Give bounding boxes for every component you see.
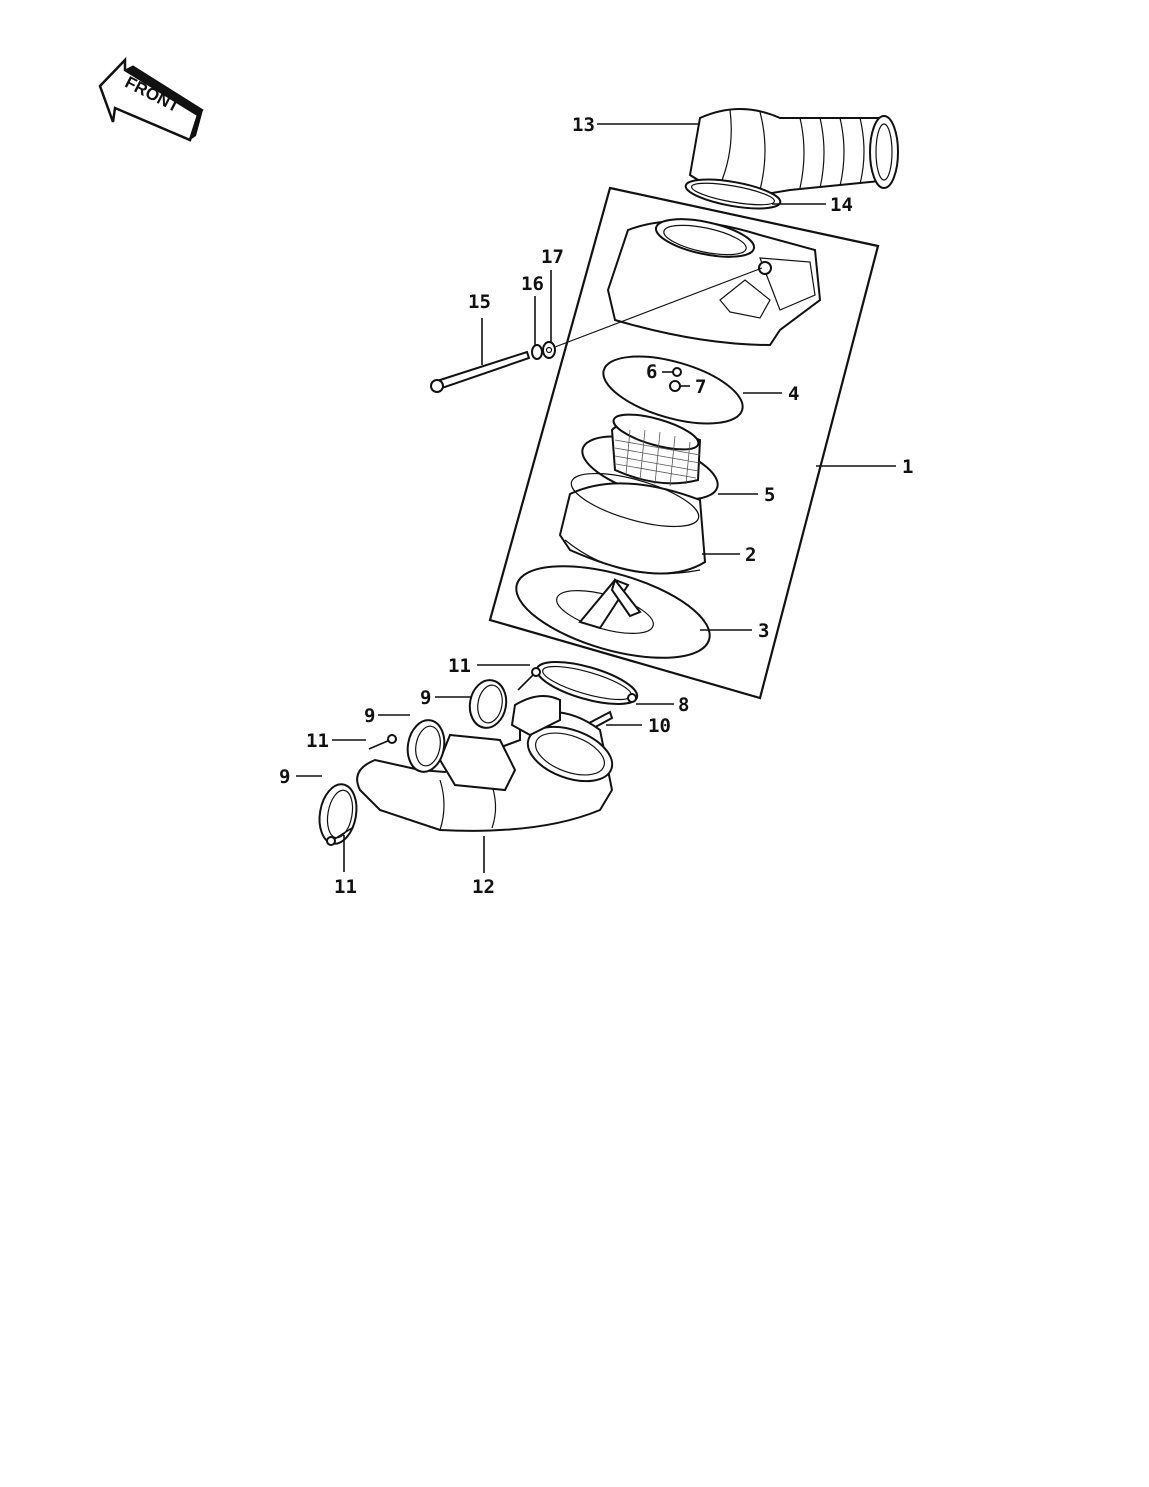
callout-2: 2 [745, 544, 756, 566]
leader-lines [296, 123, 896, 873]
part-12-lower-duct [356, 695, 614, 832]
callout-11-middle: 11 [306, 730, 329, 752]
callout-11-upper: 11 [448, 655, 471, 677]
callout-4: 4 [788, 383, 799, 405]
assembly-box [488, 186, 880, 700]
callout-5: 5 [764, 484, 775, 506]
callout-9-middle: 9 [364, 705, 375, 727]
part-16-washer [531, 344, 543, 360]
part-14-seal-ring [684, 178, 782, 210]
callout-9-upper: 9 [420, 687, 431, 709]
part-9-clamp-upper [468, 679, 508, 729]
callout-14: 14 [830, 194, 853, 216]
front-arrow: FRONT [98, 56, 204, 142]
part-15-long-bolt [430, 350, 531, 393]
callout-16: 16 [521, 273, 544, 295]
callout-11-lower: 11 [334, 876, 357, 898]
callout-17: 17 [541, 246, 564, 268]
part-11-screw-lower [326, 827, 353, 846]
part-3-base-plate [515, 565, 711, 659]
part-7-nut [669, 380, 681, 392]
callout-9-lower: 9 [279, 766, 290, 788]
part-11-screw-upper [517, 667, 541, 691]
callout-13: 13 [572, 114, 595, 136]
callout-15: 15 [468, 291, 491, 313]
callout-6: 6 [646, 361, 657, 383]
part-11-screw-middle [368, 734, 397, 750]
part-13-intake-duct [688, 108, 899, 197]
callout-3: 3 [758, 620, 769, 642]
callout-7: 7 [695, 376, 706, 398]
callout-10: 10 [648, 715, 671, 737]
callout-1: 1 [902, 456, 913, 478]
callout-12: 12 [472, 876, 495, 898]
part-9-clamp-middle [406, 719, 446, 773]
part-2-filter-cover [558, 472, 707, 575]
part-17-washer [542, 341, 556, 359]
callout-8: 8 [678, 694, 689, 716]
upper-housing [606, 218, 822, 347]
part-5-filter-element [581, 413, 719, 501]
part-6-screw [672, 367, 682, 377]
